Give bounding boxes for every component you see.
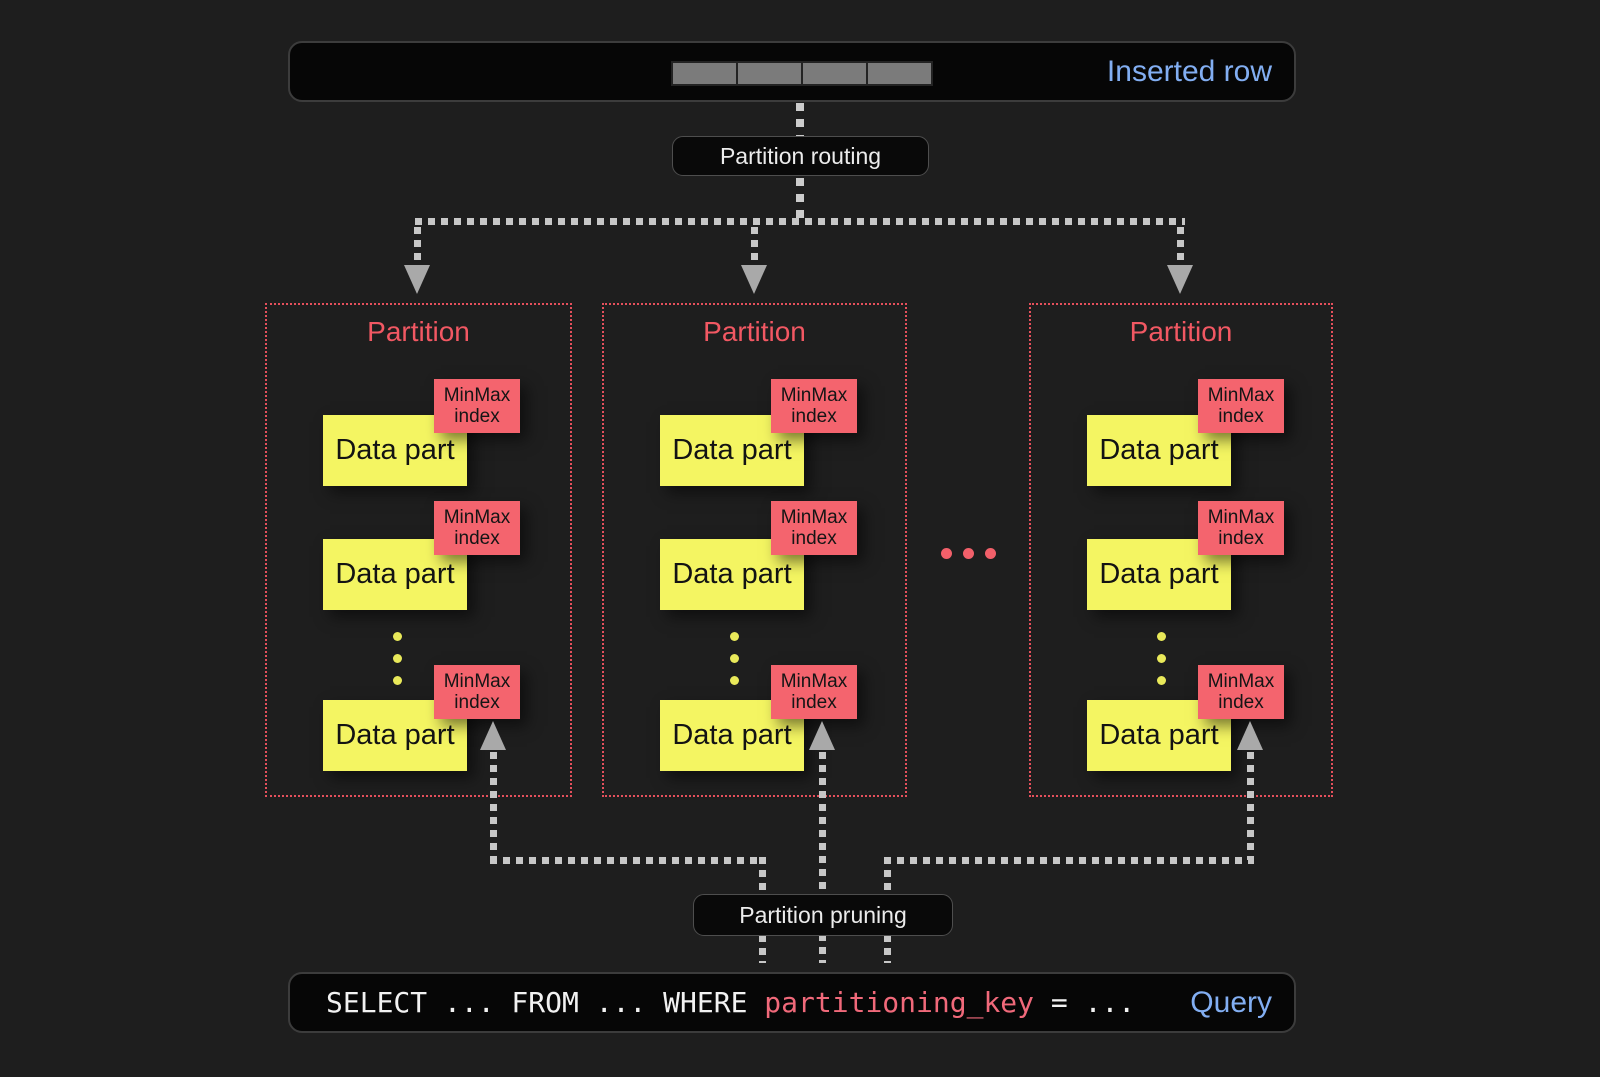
more-parts-dot bbox=[1157, 632, 1166, 641]
arrow-up-partition-3-icon bbox=[1237, 721, 1263, 750]
partition-pruning-label: Partition pruning bbox=[739, 901, 907, 928]
minmax-index-card: MinMax index bbox=[1198, 665, 1284, 719]
query-code-after: = ... bbox=[1034, 986, 1136, 1019]
query-code-partitioning-key: partitioning_key bbox=[764, 986, 1035, 1019]
more-parts-dot bbox=[393, 676, 402, 685]
row-segment bbox=[673, 63, 736, 84]
partition-title: Partition bbox=[367, 316, 470, 347]
row-segment bbox=[866, 63, 931, 84]
branch-line-partition-2 bbox=[751, 227, 758, 265]
pruning-line-partition-3 bbox=[1247, 752, 1254, 860]
more-parts-dot bbox=[1157, 654, 1166, 663]
data-part-card: Data part bbox=[323, 539, 467, 610]
minmax-index-card: MinMax index bbox=[1198, 501, 1284, 555]
partition-box-1: Partition MinMax index Data part MinMax … bbox=[265, 303, 572, 797]
arrow-up-partition-1-icon bbox=[480, 721, 506, 750]
minmax-index-card: MinMax index bbox=[771, 665, 857, 719]
more-partitions-dot bbox=[963, 548, 974, 559]
branch-line-partition-1 bbox=[414, 227, 421, 265]
more-parts-dot bbox=[730, 632, 739, 641]
routing-feed-line-upper bbox=[796, 103, 804, 136]
partition-pruning-pill: Partition pruning bbox=[693, 894, 953, 936]
data-part-card: Data part bbox=[1087, 700, 1231, 771]
routing-branch-line bbox=[415, 218, 1185, 225]
query-label: Query bbox=[1190, 985, 1272, 1019]
minmax-index-card: MinMax index bbox=[434, 501, 520, 555]
minmax-index-card: MinMax index bbox=[1198, 379, 1284, 433]
partition-title: Partition bbox=[1129, 316, 1233, 347]
pruning-branch-line-left bbox=[490, 857, 766, 864]
row-segment bbox=[801, 63, 866, 84]
partition-title: Partition bbox=[703, 316, 806, 347]
more-parts-dot bbox=[393, 632, 402, 641]
pruning-line-partition-2 bbox=[819, 752, 826, 963]
arrow-down-partition-2-icon bbox=[741, 265, 767, 294]
more-partitions-dot bbox=[941, 548, 952, 559]
data-part-card: Data part bbox=[323, 700, 467, 771]
routing-feed-line-lower bbox=[796, 178, 804, 218]
inserted-row-bar: Inserted row bbox=[288, 41, 1296, 102]
more-parts-dot bbox=[730, 654, 739, 663]
partition-box-2: Partition MinMax index Data part MinMax … bbox=[602, 303, 907, 797]
more-partitions-dot bbox=[985, 548, 996, 559]
branch-line-partition-3 bbox=[1177, 227, 1184, 265]
arrow-down-partition-1-icon bbox=[404, 265, 430, 294]
pruning-line-partition-1 bbox=[490, 752, 497, 860]
inserted-row-label: Inserted row bbox=[1106, 54, 1272, 88]
minmax-index-card: MinMax index bbox=[771, 379, 857, 433]
minmax-index-card: MinMax index bbox=[434, 665, 520, 719]
query-code-before: SELECT ... FROM ... WHERE bbox=[326, 986, 765, 1019]
inserted-row-segments bbox=[671, 61, 933, 86]
minmax-index-card: MinMax index bbox=[434, 379, 520, 433]
arrow-down-partition-3-icon bbox=[1167, 265, 1193, 294]
more-parts-dot bbox=[1157, 676, 1166, 685]
query-code: SELECT ... FROM ... WHERE partitioning_k… bbox=[290, 986, 1135, 1019]
more-parts-dot bbox=[730, 676, 739, 685]
row-segment bbox=[736, 63, 801, 84]
partition-routing-label: Partition routing bbox=[719, 142, 882, 169]
minmax-index-card: MinMax index bbox=[771, 501, 857, 555]
more-parts-dot bbox=[393, 654, 402, 663]
pruning-branch-line-right bbox=[884, 857, 1254, 864]
query-bar: SELECT ... FROM ... WHERE partitioning_k… bbox=[288, 972, 1296, 1033]
data-part-card: Data part bbox=[1087, 539, 1231, 610]
arrow-up-partition-2-icon bbox=[809, 721, 835, 750]
partition-box-3: Partition MinMax index Data part MinMax … bbox=[1029, 303, 1333, 797]
partition-routing-pill: Partition routing bbox=[672, 136, 929, 176]
